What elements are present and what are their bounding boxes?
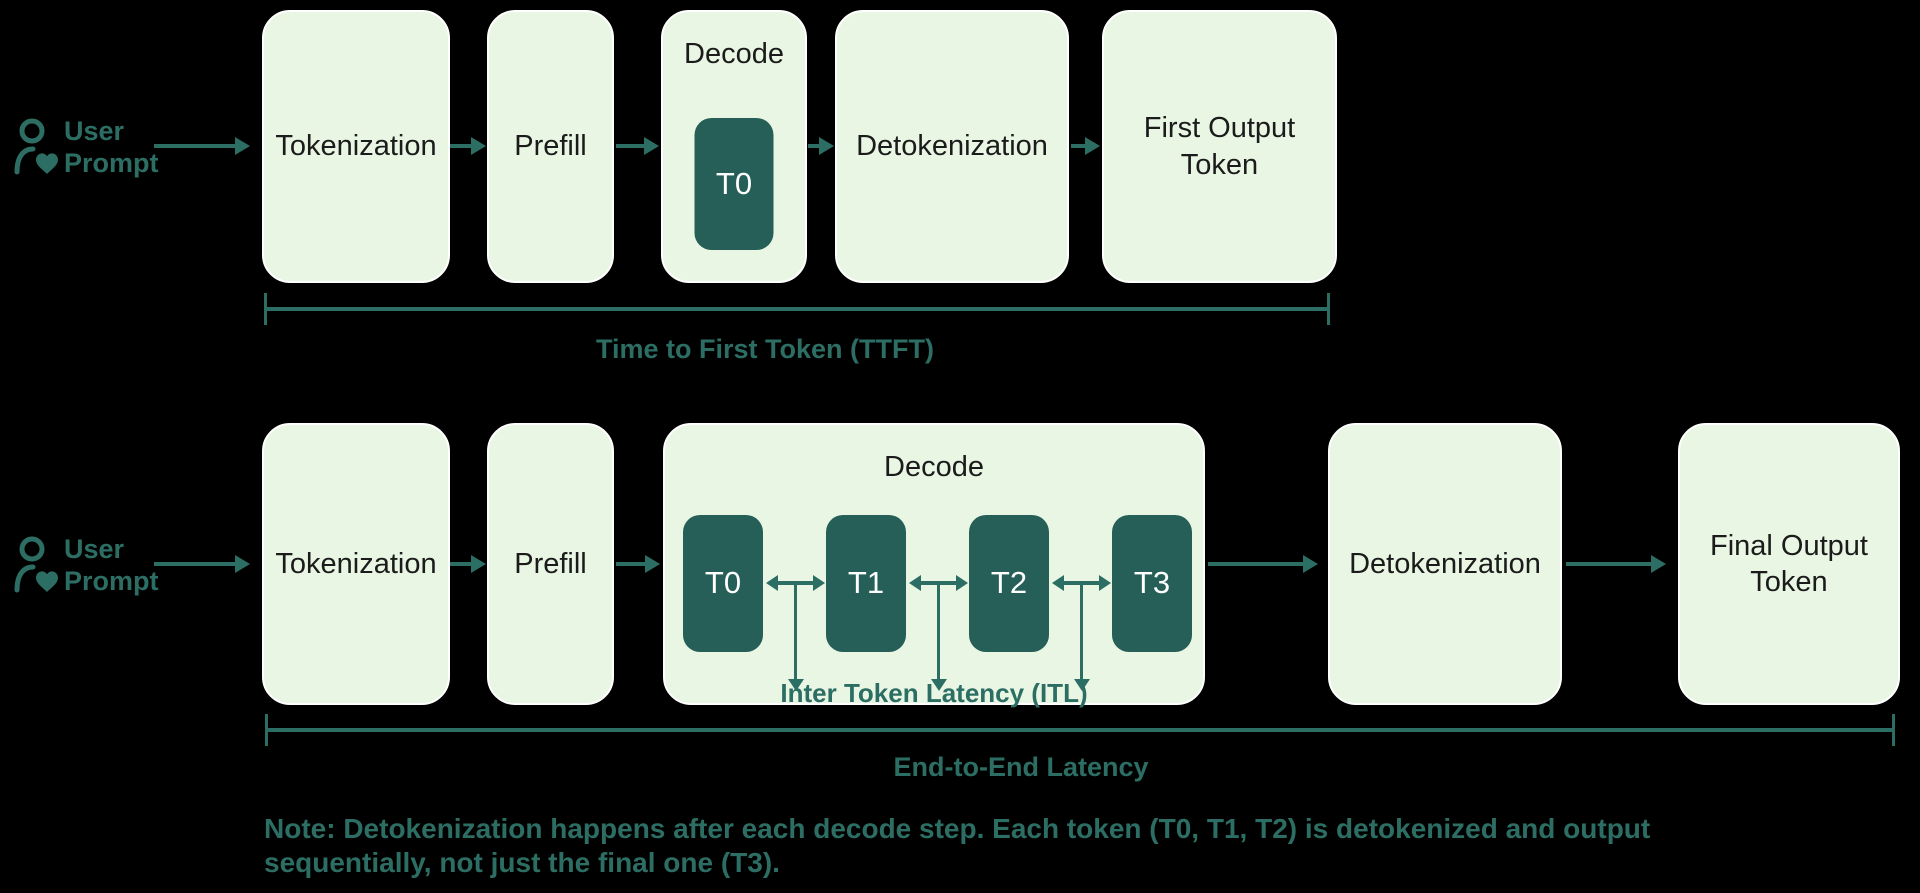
arrow-detokenization-to-output xyxy=(1071,144,1086,148)
tokenization-box: Tokenization xyxy=(262,423,450,705)
decode-label: Decode xyxy=(884,451,984,483)
token-t0: T0 xyxy=(694,118,774,250)
itl-drop-arrow xyxy=(1080,585,1083,680)
tokenization-box: Tokenization xyxy=(262,10,450,283)
inter-token-arrow-t1-t2 xyxy=(920,581,957,585)
arrow-tokenization-to-prefill xyxy=(450,562,472,566)
itl-label: Inter Token Latency (ITL) xyxy=(780,678,1088,708)
arrow-prefill-to-decode xyxy=(616,144,645,148)
decode-box: Decode T0 T1 T2 T3 Inter Token Latency (… xyxy=(663,423,1205,708)
arrow-decode-to-detokenization xyxy=(808,144,820,148)
e2e-bracket xyxy=(265,714,1895,746)
prefill-box: Prefill xyxy=(487,423,614,705)
inter-token-arrow-t0-t1 xyxy=(777,581,814,585)
user-prompt-label: User Prompt xyxy=(64,534,159,596)
decode-label: Decode xyxy=(684,38,784,70)
user-icon xyxy=(14,536,58,593)
arrow-detokenization-to-output xyxy=(1566,562,1652,566)
user-icon xyxy=(14,118,58,175)
ttft-bracket xyxy=(264,293,1330,325)
itl-drop-arrow xyxy=(937,585,940,680)
final-output-token-box: Final Output Token xyxy=(1678,423,1900,705)
arrow-user-to-tokenization xyxy=(154,562,236,566)
itl-drop-arrow xyxy=(794,585,797,680)
note-text: Note: Detokenization happens after each … xyxy=(264,813,1651,878)
arrow-user-to-tokenization xyxy=(154,144,236,148)
detokenization-box: Detokenization xyxy=(1328,423,1562,705)
detokenization-box: Detokenization xyxy=(835,10,1069,283)
prefill-box: Prefill xyxy=(487,10,614,283)
arrow-prefill-to-decode xyxy=(616,562,646,566)
token-t3: T3 xyxy=(1112,515,1192,652)
e2e-bracket-label: End-to-End Latency xyxy=(893,752,1149,782)
ttft-bracket-label: Time to First Token (TTFT) xyxy=(596,334,934,364)
first-output-token-box: First Output Token xyxy=(1102,10,1337,283)
token-t0: T0 xyxy=(683,515,763,652)
inter-token-arrow-t2-t3 xyxy=(1063,581,1100,585)
arrow-tokenization-to-prefill xyxy=(450,144,472,148)
arrow-decode-to-detokenization xyxy=(1208,562,1304,566)
token-t1: T1 xyxy=(826,515,906,652)
user-prompt-label: User Prompt xyxy=(64,116,159,178)
token-t2: T2 xyxy=(969,515,1049,652)
decode-box: Decode T0 xyxy=(661,10,807,283)
